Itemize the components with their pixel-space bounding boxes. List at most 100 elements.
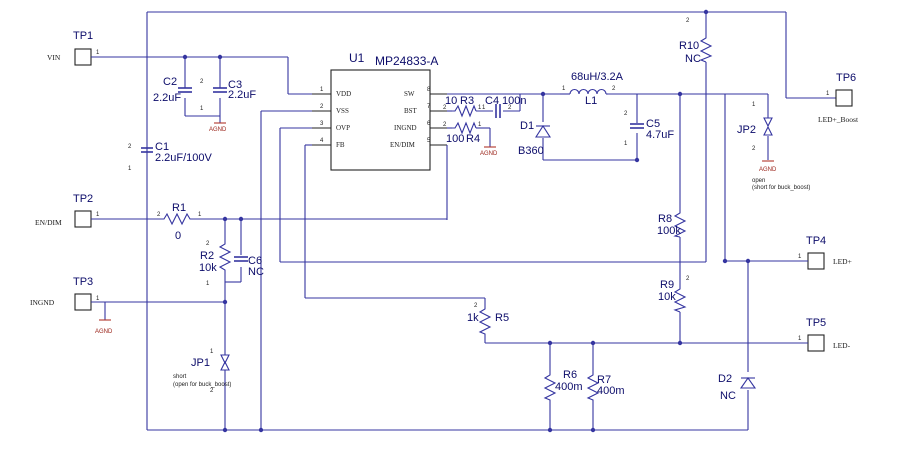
svg-text:BST: BST	[404, 107, 418, 115]
svg-text:1: 1	[482, 105, 486, 111]
svg-text:2: 2	[206, 241, 210, 247]
agnd-r4: AGND	[480, 146, 498, 157]
svg-text:10k: 10k	[199, 262, 217, 274]
svg-text:INGND: INGND	[394, 124, 417, 132]
testpoint-tp5[interactable]: TP5 LED- 1	[798, 317, 851, 352]
svg-text:1: 1	[562, 86, 566, 92]
svg-text:2: 2	[752, 146, 756, 152]
resistor-r8[interactable]: R8 100k	[657, 210, 687, 238]
svg-text:2: 2	[508, 105, 512, 111]
capacitor-c5[interactable]: C5 4.7uF	[630, 118, 674, 141]
resistor-r5[interactable]: R5 1k	[467, 306, 509, 336]
svg-text:6: 6	[427, 121, 431, 127]
svg-text:R9: R9	[660, 279, 674, 291]
testpoint-tp1[interactable]: TP1 VIN 1	[47, 30, 100, 66]
svg-text:TP2: TP2	[73, 193, 93, 205]
svg-text:R2: R2	[200, 250, 214, 262]
svg-text:8: 8	[427, 87, 431, 93]
testpoint-tp6[interactable]: TP6 LED+_Boost 1	[818, 72, 859, 124]
svg-text:LED+_Boost: LED+_Boost	[818, 115, 859, 124]
svg-text:AGND: AGND	[95, 329, 113, 335]
svg-text:TP3: TP3	[73, 276, 93, 288]
resistor-r3[interactable]: R3 10	[445, 95, 477, 118]
capacitor-c4[interactable]: C4 100n	[485, 95, 526, 118]
ic-u1[interactable]: U1 MP24833-A 1 2 3 4 VDD VSS OVP FB 8 7 …	[312, 51, 447, 171]
resistor-r6[interactable]: R6 400m	[543, 369, 583, 402]
wires	[91, 12, 808, 430]
svg-text:SW: SW	[404, 90, 415, 98]
svg-text:R4: R4	[466, 133, 480, 145]
testpoint-tp2[interactable]: TP2 EN/DIM 1	[35, 193, 100, 228]
junctions	[182, 9, 751, 433]
resistor-r1[interactable]: R1 0	[160, 202, 195, 242]
svg-text:C6: C6	[248, 255, 262, 267]
svg-text:R3: R3	[460, 95, 474, 107]
capacitor-c6[interactable]: C6 NC	[234, 255, 264, 278]
svg-text:2: 2	[686, 18, 690, 24]
svg-text:EN/DIM: EN/DIM	[390, 141, 416, 149]
svg-text:AGND: AGND	[480, 151, 498, 157]
svg-text:R10: R10	[679, 40, 699, 52]
svg-text:1: 1	[198, 212, 202, 218]
svg-text:C5: C5	[646, 118, 660, 130]
svg-text:2: 2	[200, 79, 204, 85]
inductor-l1[interactable]: 68uH/3.2A L1 1 2	[560, 71, 624, 107]
resistor-r7[interactable]: R7 400m	[586, 372, 625, 402]
svg-text:2.2uF/100V: 2.2uF/100V	[155, 152, 213, 164]
svg-text:10k: 10k	[658, 291, 676, 303]
svg-text:VIN: VIN	[47, 53, 61, 62]
svg-text:open: open	[752, 178, 765, 184]
resistor-r4[interactable]: R4 100	[446, 121, 480, 145]
svg-text:L1: L1	[585, 95, 597, 107]
capacitor-c1[interactable]: C1 2.2uF/100V	[141, 141, 213, 164]
svg-text:OVP: OVP	[336, 124, 350, 132]
svg-text:1: 1	[200, 106, 204, 112]
svg-text:TP6: TP6	[836, 72, 856, 84]
capacitor-c2[interactable]: C2 2.2uF	[153, 76, 192, 104]
agnd-c2c3: AGND	[209, 122, 227, 133]
svg-text:(short for buck_boost): (short for buck_boost)	[752, 185, 810, 191]
pin-numbers: 2 1 2 1 2 1 1 2 2 1 2 2 2 2 1 2 1 2 1 2 …	[128, 18, 756, 394]
svg-text:1: 1	[320, 87, 324, 93]
resistor-r2[interactable]: R2 10k	[199, 240, 232, 274]
svg-text:2: 2	[612, 86, 616, 92]
testpoint-tp4[interactable]: TP4 LED+ 1	[798, 235, 852, 270]
svg-text:FB: FB	[336, 141, 345, 149]
svg-text:R8: R8	[658, 213, 672, 225]
svg-text:C3: C3	[228, 79, 242, 91]
svg-text:VDD: VDD	[336, 90, 351, 98]
testpoint-tp3[interactable]: TP3 INGND 1	[30, 276, 100, 311]
diode-d2[interactable]: D2 NC	[718, 373, 757, 402]
diode-d1[interactable]: D1 B360	[518, 120, 552, 157]
resistor-r9[interactable]: R9 10k	[658, 279, 687, 313]
agnd-tp3: AGND	[95, 319, 113, 335]
svg-text:NC: NC	[248, 266, 264, 278]
svg-text:4: 4	[320, 138, 324, 144]
svg-text:JP1: JP1	[191, 357, 210, 369]
svg-text:2.2uF: 2.2uF	[228, 89, 256, 101]
svg-text:2: 2	[157, 212, 161, 218]
svg-text:100: 100	[446, 133, 464, 145]
svg-text:1k: 1k	[467, 312, 479, 324]
svg-text:R1: R1	[172, 202, 186, 214]
svg-text:10: 10	[445, 95, 457, 107]
svg-text:TP1: TP1	[73, 30, 93, 42]
capacitor-c3[interactable]: C3 2.2uF	[213, 79, 256, 101]
svg-text:C1: C1	[155, 141, 169, 153]
svg-text:1: 1	[624, 141, 628, 147]
svg-text:1: 1	[210, 349, 214, 355]
jumper-jp1[interactable]: JP1 short (open for buck_boost)	[173, 354, 231, 388]
jumper-jp2[interactable]: JP2 open (short for buck_boost)	[737, 117, 810, 191]
svg-text:1: 1	[96, 296, 100, 302]
svg-text:VSS: VSS	[336, 107, 349, 115]
svg-text:LED-: LED-	[833, 341, 851, 350]
svg-text:68uH/3.2A: 68uH/3.2A	[571, 71, 624, 83]
svg-text:C2: C2	[163, 76, 177, 88]
svg-text:2: 2	[624, 111, 628, 117]
svg-text:1: 1	[206, 281, 210, 287]
svg-text:R6: R6	[563, 369, 577, 381]
resistor-r10[interactable]: R10 NC	[679, 35, 713, 65]
svg-text:1: 1	[478, 105, 482, 111]
svg-text:LED+: LED+	[833, 257, 852, 266]
